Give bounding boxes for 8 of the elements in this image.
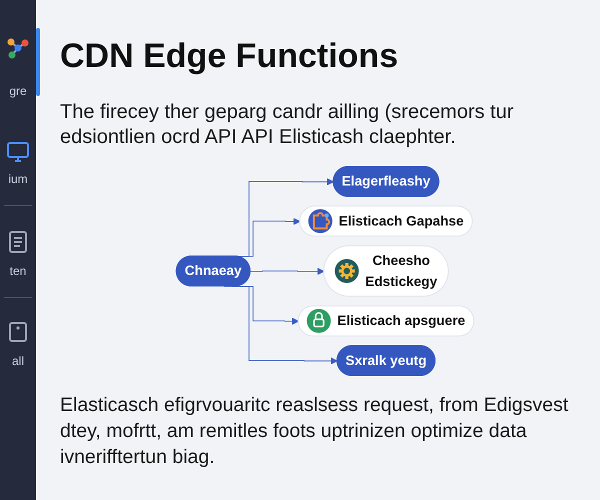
nav-label: all	[10, 354, 25, 368]
arrow	[250, 268, 324, 275]
nav-label: ium	[7, 172, 29, 186]
title: CDN Edge Functions	[60, 36, 398, 76]
nav-label: ten	[8, 264, 28, 278]
caption: Elasticasch efigrvouaritc reaslsess request, from Edigsvest dtey, mofrtt, am remitles foots uptrinizen optimize data ivnerifftertun biag.	[60, 393, 570, 470]
description-text: The firecey ther geparg candr ailling (srecemors tur edsiontlien ocrd API API Elisticash claephter.	[60, 100, 515, 150]
nav-label: gre	[8, 84, 28, 98]
